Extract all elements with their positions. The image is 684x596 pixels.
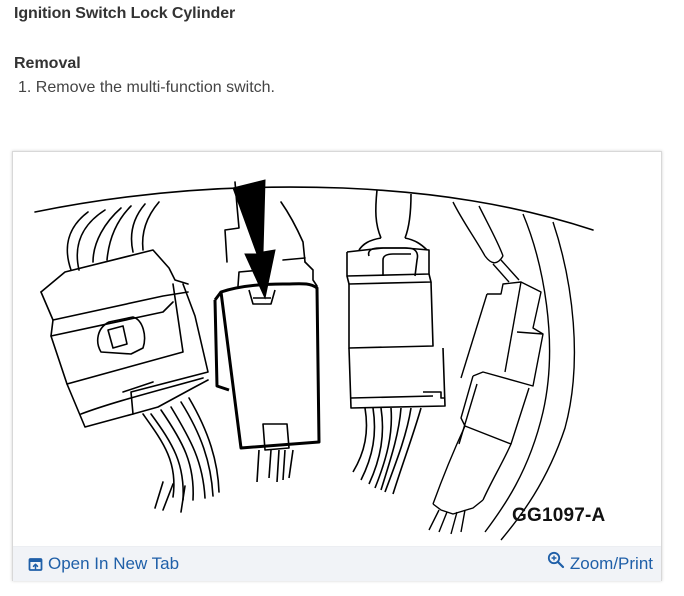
figure-panel: GG1097-A Open In New Tab <box>12 151 662 581</box>
figure-footer-bar: Open In New Tab Zoom/Print <box>13 546 661 581</box>
figure-diagram[interactable]: GG1097-A <box>13 152 661 546</box>
zoom-in-icon <box>547 551 565 571</box>
external-window-icon <box>28 557 43 572</box>
step-1: 1. Remove the multi-function switch. <box>18 79 275 96</box>
zoom-print-label: Zoom/Print <box>569 554 653 573</box>
connector-diagram-graphic <box>34 179 594 541</box>
section-heading-removal: Removal <box>14 55 81 72</box>
open-in-new-tab-link[interactable]: Open In New Tab <box>28 554 179 574</box>
zoom-print-link[interactable]: Zoom/Print <box>547 551 653 574</box>
open-in-new-tab-label: Open In New Tab <box>48 554 180 573</box>
document-title: Ignition Switch Lock Cylinder <box>14 5 236 22</box>
figure-code-label: GG1097-A <box>512 505 606 526</box>
